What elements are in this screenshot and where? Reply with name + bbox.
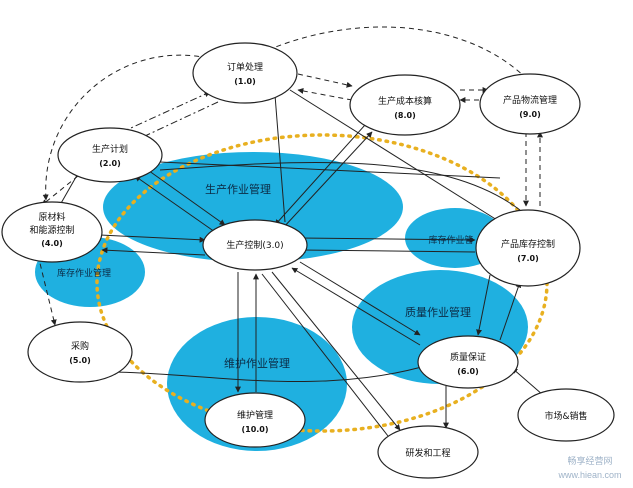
node-inv-title: 产品库存控制 (501, 238, 555, 250)
connections (37, 26, 544, 437)
link-inv-control (299, 247, 476, 254)
node-quality-title: 质量保证 (450, 351, 486, 363)
node-finished-inventory[interactable]: 产品库存控制 (7.0) (475, 209, 581, 287)
label-maintenance-ops: 维护作业管理 (224, 356, 290, 370)
link-control-raw (101, 247, 206, 256)
node-inv-num: (7.0) (517, 254, 538, 263)
node-rnd[interactable]: 研发和工程 (377, 425, 479, 479)
node-production-control[interactable]: 生产控制(3.0) (202, 219, 308, 271)
node-raw-title-line2: 和能源控制 (29, 224, 74, 236)
label-production-ops: 生产作业管理 (205, 182, 271, 196)
link-raw-control (99, 234, 206, 243)
link-plan-order (121, 91, 211, 133)
node-quality-num: (6.0) (457, 367, 478, 376)
node-plan-title: 生产计划 (92, 143, 128, 155)
node-purchase-num: (5.0) (69, 356, 90, 365)
link-order-inv (289, 89, 506, 226)
watermark: 畅享经营网 www.hiean.com (557, 455, 621, 480)
node-purchase[interactable]: 采购 (5.0) (27, 321, 133, 383)
link-quality-purchase (109, 363, 433, 382)
link-cost-control (274, 124, 366, 226)
link-cost-order (297, 88, 353, 101)
node-cost-title: 生产成本核算 (378, 95, 432, 107)
link-order-cost (297, 73, 353, 88)
link-order-control (274, 94, 286, 223)
region-labels: 生产作业管理 库存作业管理 库存作业管 质量作业管理 维护作业管理 (57, 182, 474, 370)
node-market[interactable]: 市场&销售 (517, 388, 615, 442)
node-order-num: (1.0) (234, 77, 255, 86)
node-quality[interactable]: 质量保证 (6.0) (417, 335, 519, 389)
link-plan-inv2 (159, 161, 521, 211)
node-order-title: 订单处理 (227, 61, 263, 73)
link-control-rnd (271, 271, 401, 431)
node-maintenance-num: (10.0) (241, 425, 268, 434)
link-plan-control (144, 167, 226, 226)
link-control-cost (282, 131, 373, 229)
label-quality-ops: 质量作业管理 (405, 305, 471, 319)
node-purchase-title: 采购 (71, 340, 89, 352)
link-control-quality (299, 261, 421, 336)
node-maintenance[interactable]: 维护管理 (10.0) (204, 392, 306, 448)
link-quality-inv (499, 281, 522, 341)
link-order-top (267, 26, 531, 83)
node-logistics[interactable]: 产品物流管理 (9.0) (479, 73, 581, 135)
node-raw-title-line1: 原材料 (38, 211, 65, 223)
link-market-quality (511, 367, 544, 396)
node-cost-num: (8.0) (394, 111, 415, 120)
node-rnd-title: 研发和工程 (405, 447, 450, 459)
node-logistics-num: (9.0) (519, 110, 540, 119)
link-control-inv (299, 236, 476, 243)
nodes: 订单处理 (1.0) 生产成本核算 (8.0) 产品物流管理 (9.0) 生产计… (1, 42, 615, 479)
link-control-rnd2 (261, 273, 389, 437)
link-inv-quality (476, 274, 491, 336)
node-raw-num: (4.0) (41, 239, 62, 248)
node-order[interactable]: 订单处理 (1.0) (192, 42, 298, 104)
node-control-title: 生产控制(3.0) (226, 239, 283, 251)
node-raw-material[interactable]: 原材料 和能源控制 (4.0) (1, 201, 103, 263)
node-cost[interactable]: 生产成本核算 (8.0) (349, 74, 461, 136)
link-raw-purchase (37, 254, 57, 326)
link-control-plan (134, 175, 216, 233)
node-maintenance-title: 维护管理 (237, 409, 273, 421)
label-inventory-right: 库存作业管 (428, 234, 473, 246)
node-logistics-title: 产品物流管理 (503, 94, 557, 106)
node-plan[interactable]: 生产计划 (2.0) (57, 127, 163, 183)
watermark-line2: www.hiean.com (557, 470, 621, 480)
link-plan-raw (41, 175, 79, 206)
node-market-title: 市场&销售 (544, 410, 587, 422)
label-inventory-left: 库存作业管理 (57, 267, 111, 279)
node-plan-num: (2.0) (99, 159, 120, 168)
watermark-line1: 畅享经营网 (567, 455, 612, 466)
link-quality-control (291, 267, 421, 346)
